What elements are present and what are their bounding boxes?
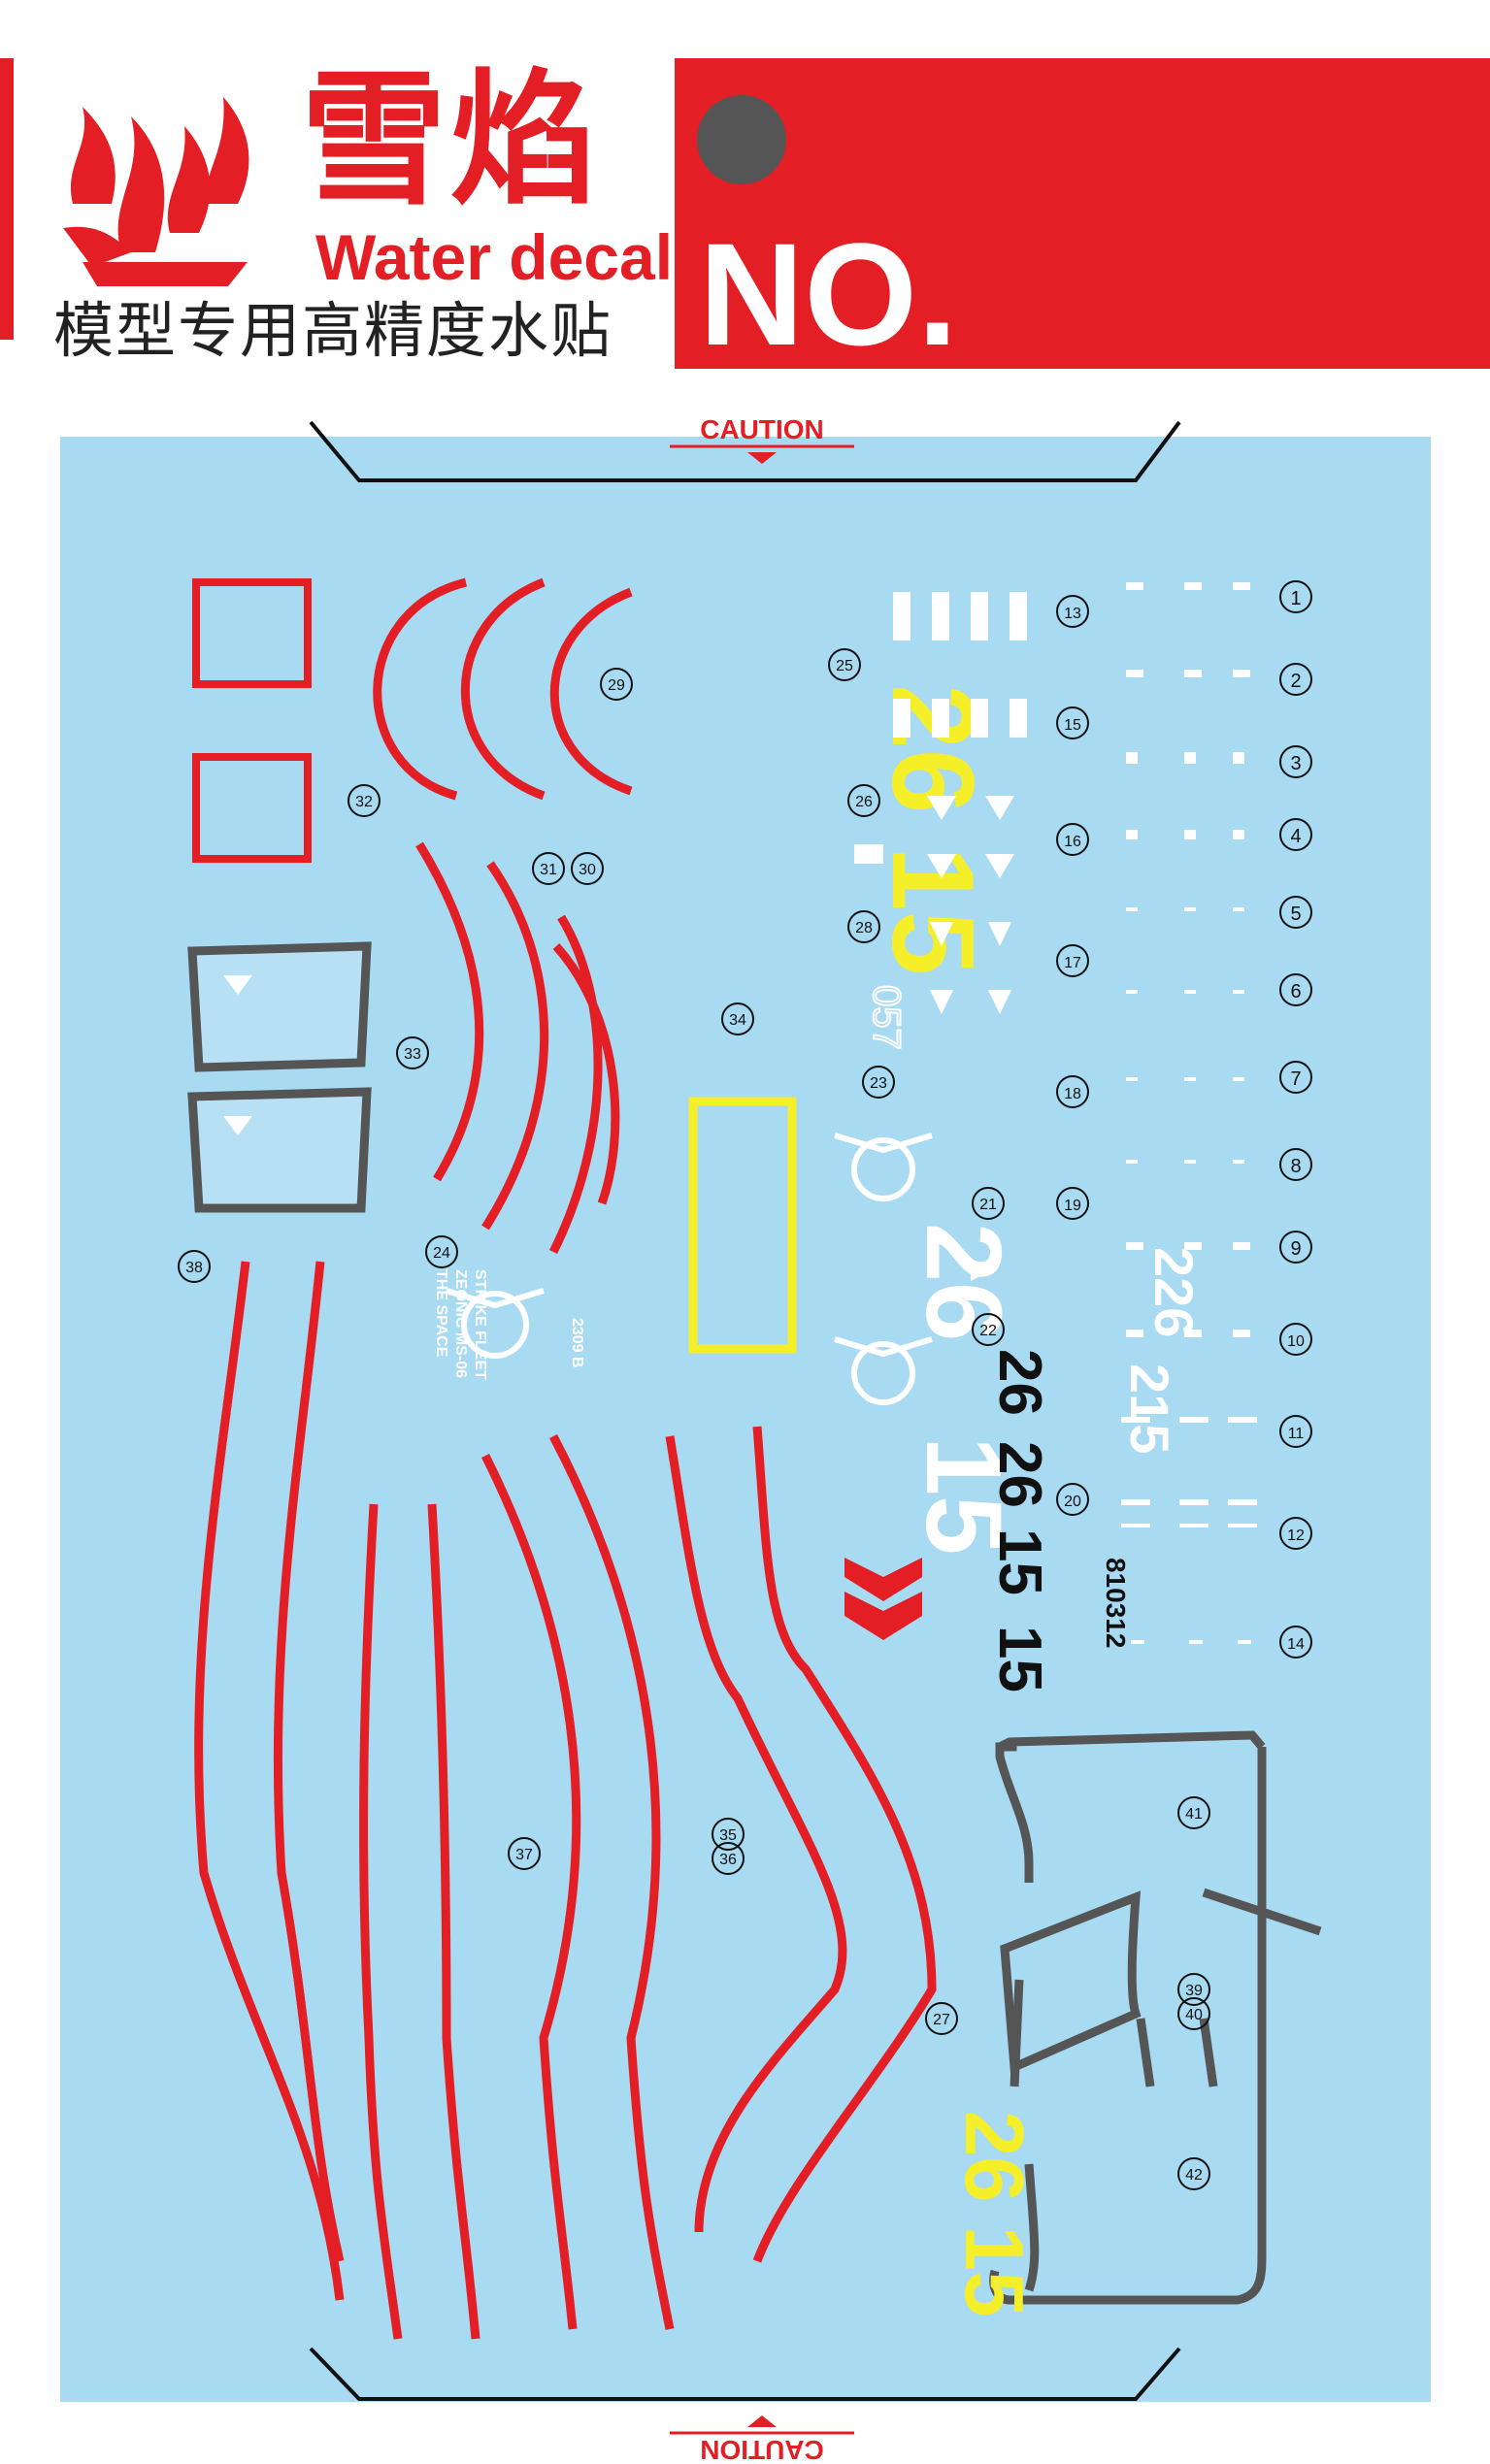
white-small-226: 226: [1143, 1247, 1205, 1337]
label-38: 38: [185, 1260, 203, 1276]
black-number-3: 15: [986, 1528, 1053, 1595]
black-number-4: 15: [986, 1626, 1053, 1692]
misc-circled-labels: 21 22 23 24 25 26 27 28 29 30 31 32 33 3…: [178, 648, 1210, 2190]
label-17: 17: [1064, 955, 1081, 971]
white-number-decals: 26 15 226 215: [904, 1223, 1205, 1555]
zeon-emblem-icon: [446, 1133, 933, 1405]
label-40: 40: [1185, 2007, 1203, 2023]
header-red-panel: [675, 58, 1490, 369]
label-34: 34: [729, 1012, 746, 1029]
red-chevron-decal: [844, 1558, 922, 1640]
label-21: 21: [979, 1197, 997, 1213]
white-small-215: 215: [1119, 1363, 1180, 1454]
brand-chinese-name: 雪焰: [301, 56, 601, 225]
sheet-frame-lines: [309, 420, 1181, 2401]
window-emblem-icons: [223, 975, 252, 1135]
label-9: 9: [1290, 1238, 1301, 1260]
label-33: 33: [404, 1046, 421, 1063]
caution-arrow-icon: [747, 452, 777, 464]
label-32: 32: [355, 794, 373, 810]
code-057: 057: [865, 985, 908, 1050]
circled-number-labels: 1 2 3 4 5 6 7 8 9 10 11 12 14 13 15 16 1…: [1056, 580, 1312, 1659]
label-18: 18: [1064, 1086, 1081, 1102]
label-4: 4: [1290, 826, 1301, 847]
subtitle: 模型专用高精度水贴: [53, 295, 613, 366]
emblem-text-line-1: THE SPACE: [433, 1269, 449, 1358]
label-11: 11: [1288, 1426, 1305, 1442]
black-number-decals: 26 26 15 15 810312: [986, 1349, 1131, 1692]
small-white-markings: [854, 582, 1257, 1644]
caution-bottom-group: CAUTION: [670, 2415, 854, 2464]
label-36: 36: [719, 1852, 737, 1868]
label-24: 24: [433, 1245, 450, 1262]
white-large-26: 26: [904, 1223, 1023, 1341]
label-12: 12: [1287, 1528, 1305, 1544]
flame-logo-icon: [63, 97, 249, 286]
label-39: 39: [1185, 1983, 1203, 1999]
label-19: 19: [1064, 1198, 1081, 1214]
label-8: 8: [1290, 1156, 1301, 1177]
label-22: 22: [979, 1323, 997, 1339]
label-27: 27: [933, 2012, 950, 2028]
label-7: 7: [1290, 1068, 1301, 1090]
header-red-bar-left: [0, 58, 14, 340]
label-30: 30: [579, 862, 596, 878]
emblem-text-line-4: 2309 B: [569, 1318, 585, 1368]
black-number-1: 26: [986, 1349, 1053, 1416]
black-number-2: 26: [986, 1441, 1053, 1508]
red-arc-decals: [373, 577, 633, 801]
brand-english-name: Water decals: [315, 221, 709, 293]
label-2: 2: [1290, 671, 1301, 692]
label-35: 35: [719, 1827, 737, 1844]
gray-panel-decals: [989, 1730, 1322, 2305]
red-stripe-decals: [194, 841, 937, 2340]
serial-number: 810312: [1101, 1558, 1131, 1648]
label-10: 10: [1287, 1333, 1305, 1350]
label-42: 42: [1185, 2167, 1203, 2184]
label-28: 28: [855, 920, 873, 936]
emblem-text-line-3: STRIKE FLEET: [472, 1269, 488, 1380]
registration-hole-icon: [697, 95, 786, 184]
number-label: NO.: [699, 213, 958, 376]
white-large-15: 15: [904, 1436, 1023, 1555]
caution-arrow-icon: [747, 2415, 777, 2427]
caution-top-group: CAUTION: [670, 414, 854, 464]
yellow-number-bottom: 26 15: [947, 2111, 1040, 2317]
label-41: 41: [1185, 1806, 1203, 1823]
label-37: 37: [515, 1847, 533, 1863]
label-29: 29: [608, 677, 625, 694]
caution-top-text: CAUTION: [700, 414, 824, 444]
emblem-text-line-2: ZEONIC MS-06: [452, 1269, 469, 1378]
label-1: 1: [1290, 588, 1301, 609]
label-5: 5: [1290, 903, 1301, 925]
label-6: 6: [1290, 981, 1301, 1002]
label-15: 15: [1064, 717, 1081, 734]
emblem-text-block: THE SPACE ZEONIC MS-06 STRIKE FLEET 2309…: [433, 1269, 585, 1380]
caution-bottom-text: CAUTION: [700, 2435, 824, 2464]
label-13: 13: [1064, 606, 1081, 622]
red-square-decals: [192, 578, 312, 863]
label-3: 3: [1290, 753, 1301, 774]
label-25: 25: [836, 658, 853, 674]
label-20: 20: [1064, 1494, 1081, 1510]
label-14: 14: [1287, 1636, 1305, 1653]
label-26: 26: [855, 794, 873, 810]
label-23: 23: [870, 1075, 887, 1092]
label-31: 31: [540, 862, 557, 878]
label-16: 16: [1064, 834, 1081, 850]
yellow-rectangle-decal: [688, 1097, 797, 1354]
gray-window-decals: [187, 941, 372, 1213]
